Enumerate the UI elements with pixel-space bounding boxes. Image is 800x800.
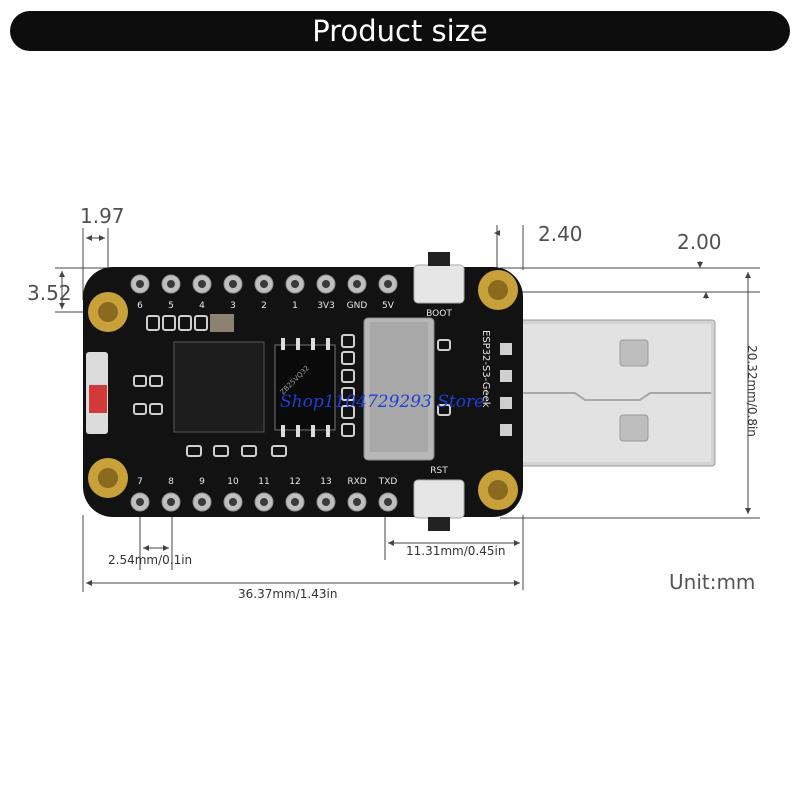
mount-hole xyxy=(88,292,128,332)
pin-hole xyxy=(322,280,330,288)
pin-hole xyxy=(229,498,237,506)
pin-label: 3 xyxy=(230,301,236,311)
pin-hole xyxy=(260,280,268,288)
dim-total-length: 36.37mm/1.43in xyxy=(238,587,338,601)
pin-hole xyxy=(229,280,237,288)
page-title: Product size xyxy=(312,14,488,48)
dim-pin-pitch: 2.54mm/0.1in xyxy=(108,553,193,567)
store-watermark: Shop1104729293 Store xyxy=(280,392,485,412)
pin-label: 1 xyxy=(292,301,298,311)
pin-label: 2 xyxy=(261,301,267,311)
dim-usb-offset: 2.00 xyxy=(677,230,722,254)
pin-hole xyxy=(353,498,361,506)
pin-hole xyxy=(384,280,392,288)
dim-height: 20.32mm/0.8in xyxy=(744,345,759,437)
pin-label: 5 xyxy=(168,301,174,311)
mount-hole xyxy=(478,470,518,510)
pin-label: GND xyxy=(347,301,368,311)
dim-hole-offset-x: 1.97 xyxy=(80,204,125,228)
pin-label: 7 xyxy=(137,477,143,487)
dim-hole-offset-y: 3.52 xyxy=(27,281,72,305)
pin-label: 12 xyxy=(289,477,300,487)
rst-label: RST xyxy=(430,466,448,476)
dim-usb-gap: 2.40 xyxy=(538,222,583,246)
dimension-arrows xyxy=(59,230,751,586)
pin-label: 4 xyxy=(199,301,205,311)
model-label: ESP32-S3-Geek xyxy=(480,330,491,408)
usb-connector xyxy=(514,319,716,467)
pin-label: 13 xyxy=(320,477,331,487)
pin-labels: 6 5 4 3 2 1 3V3 GND 5V 7 8 9 10 11 12 13 RXD TXD xyxy=(137,301,397,487)
pin-label: 10 xyxy=(227,477,239,487)
pin-label: 3V3 xyxy=(317,301,335,311)
pin-label: 9 xyxy=(199,477,205,487)
pin-hole xyxy=(167,280,175,288)
pin-label: 11 xyxy=(258,477,269,487)
pin-hole xyxy=(136,498,144,506)
pin-hole xyxy=(322,498,330,506)
pin-label: 6 xyxy=(137,301,143,311)
title-banner: Product size xyxy=(10,11,790,51)
pin-hole xyxy=(198,280,206,288)
unit-label: Unit:mm xyxy=(669,570,756,594)
pin-hole xyxy=(260,498,268,506)
pin-hole xyxy=(167,498,175,506)
pin-hole xyxy=(136,280,144,288)
pin-hole xyxy=(198,498,206,506)
pin-hole xyxy=(291,280,299,288)
mount-hole xyxy=(88,458,128,498)
pin-label: 8 xyxy=(168,477,174,487)
mount-hole xyxy=(478,270,518,310)
pcb-board: 6 5 4 3 2 1 3V3 GND 5V 7 8 9 10 11 12 13 RXD TXD BOOT RST… xyxy=(83,252,523,531)
pin-headers xyxy=(130,274,398,512)
dim-usb-length: 11.31mm/0.45in xyxy=(406,544,506,558)
pin-label: 5V xyxy=(382,301,395,311)
pin-hole xyxy=(291,498,299,506)
pin-hole xyxy=(384,498,392,506)
pin-label: TXD xyxy=(378,477,398,487)
pin-hole xyxy=(353,280,361,288)
pin-label: RXD xyxy=(347,477,366,487)
boot-label: BOOT xyxy=(426,309,452,319)
